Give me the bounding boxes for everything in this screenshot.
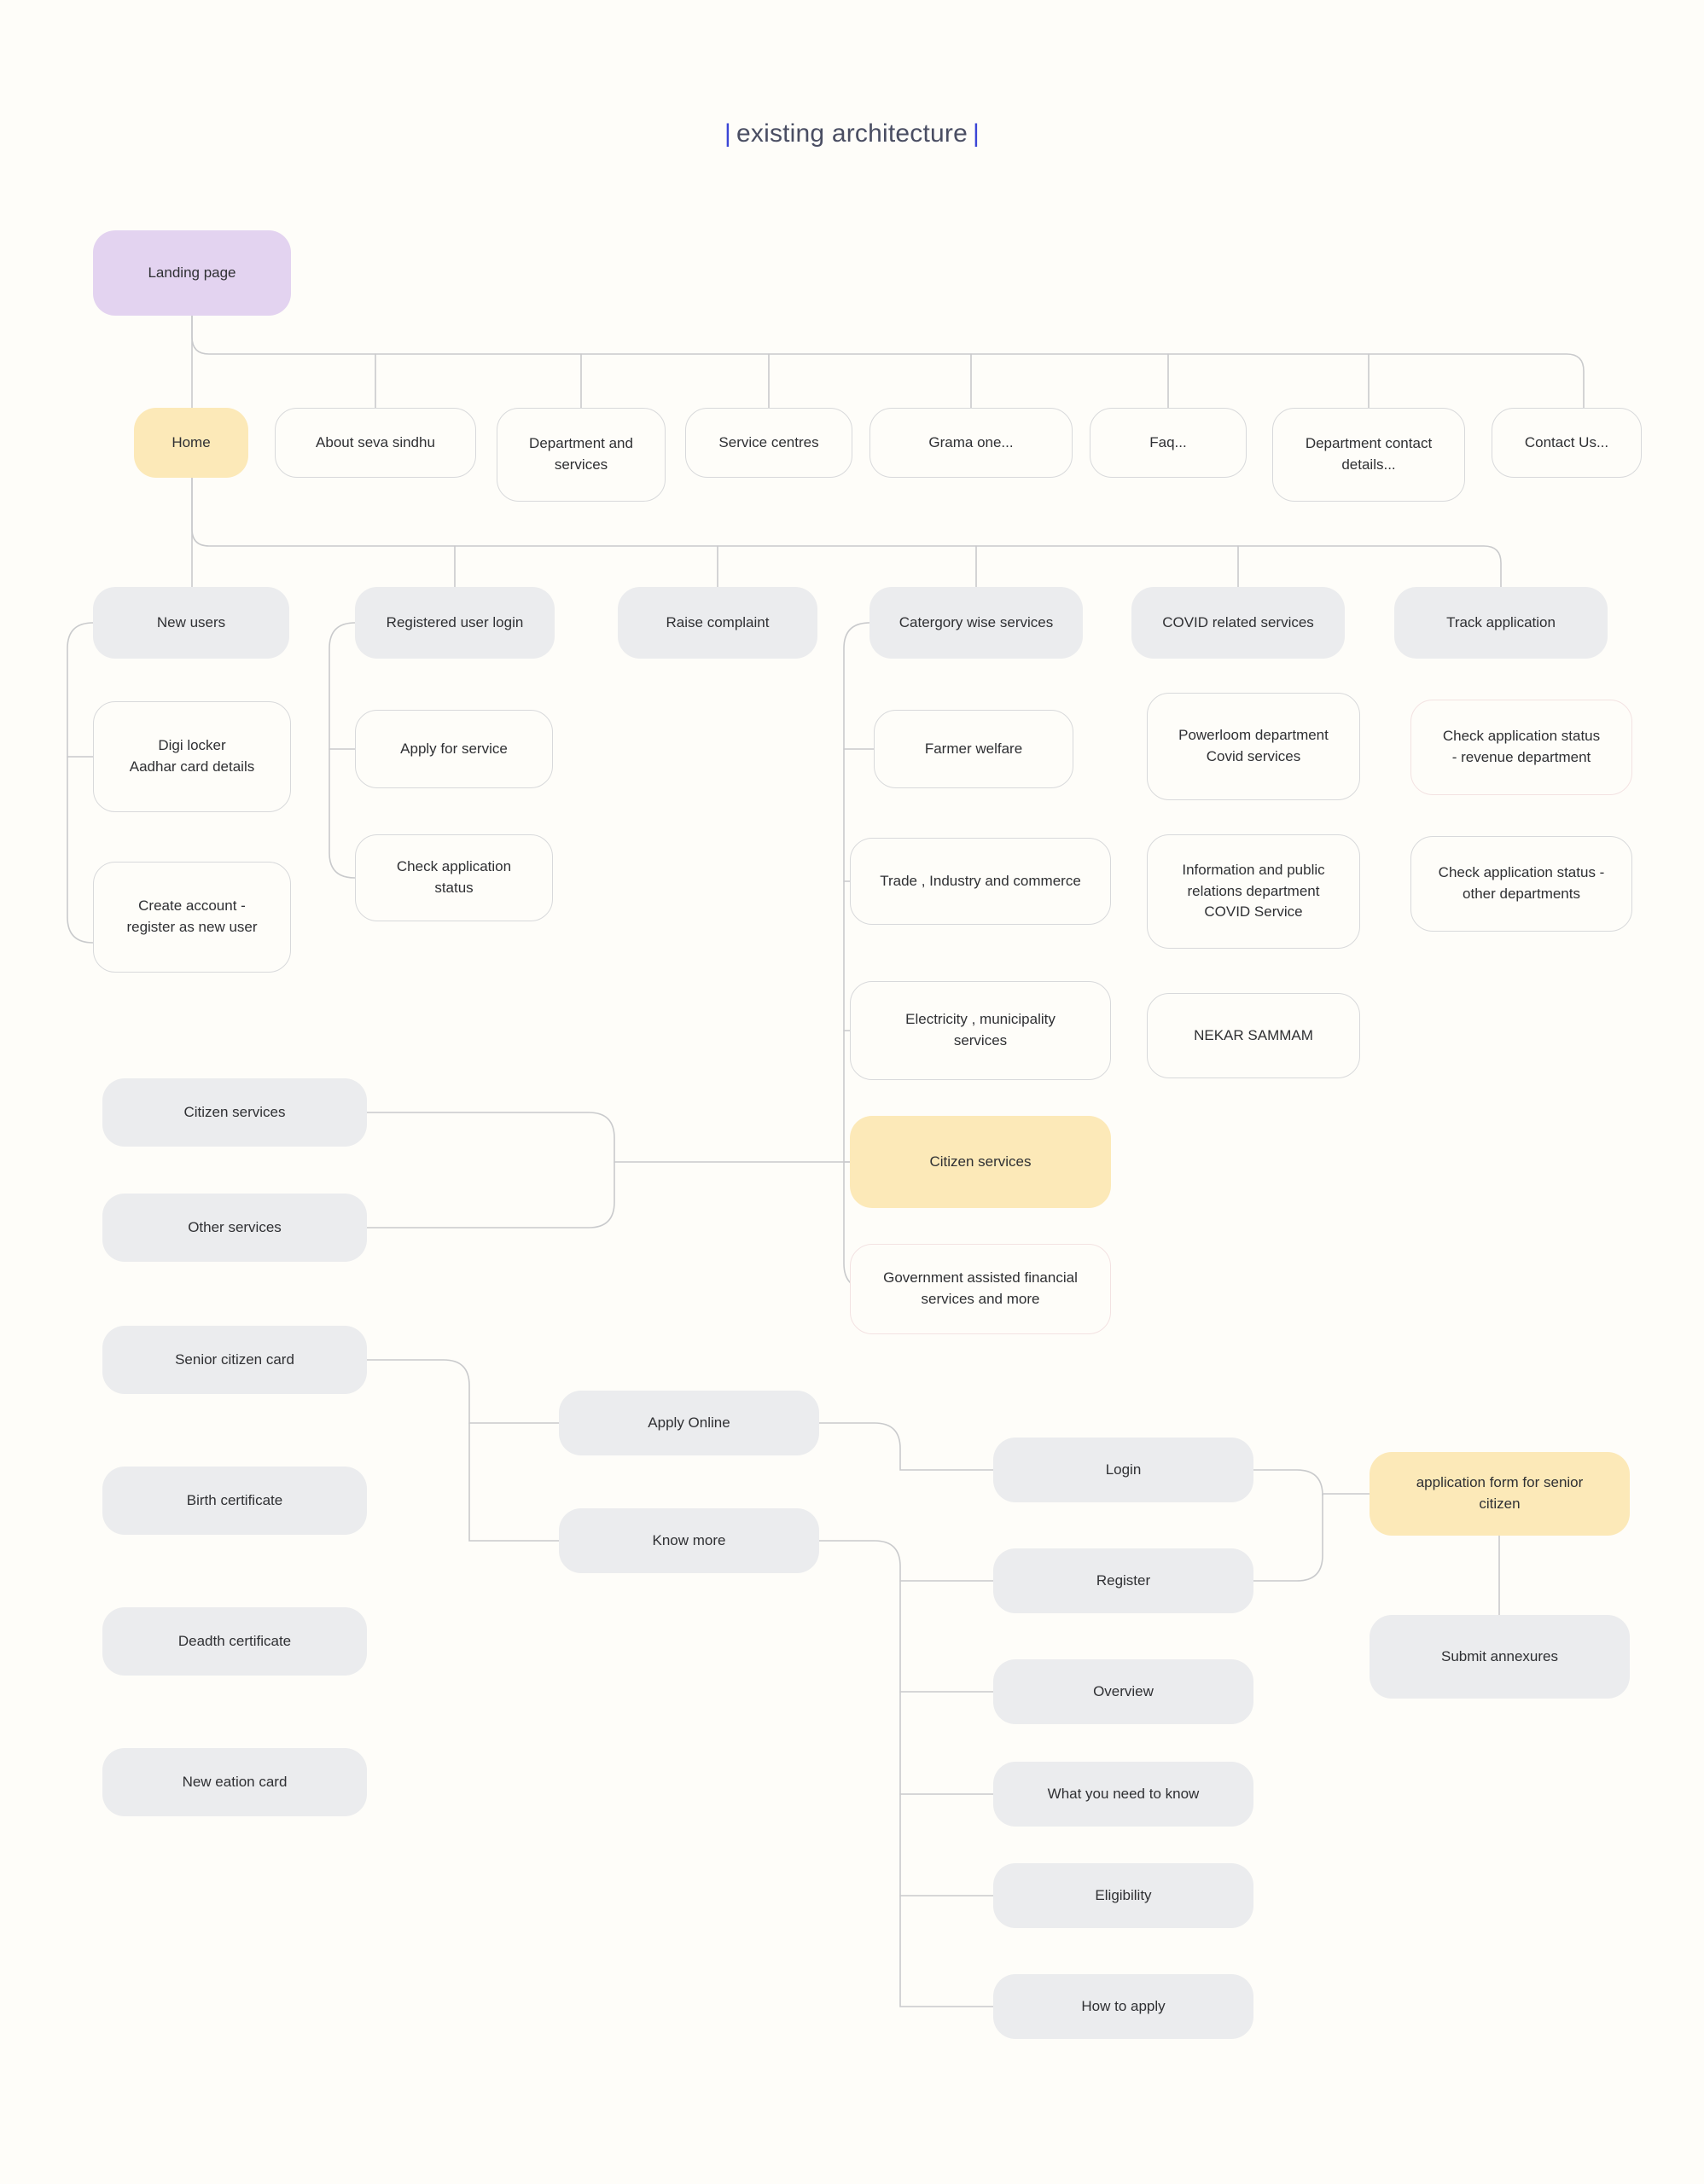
node-electricity[interactable]: Electricity , municipality services [850,981,1111,1080]
node-service-centres[interactable]: Service centres [685,408,852,478]
node-check-app-status[interactable]: Check application status [355,834,553,921]
node-faq[interactable]: Faq... [1090,408,1247,478]
node-category-services[interactable]: Catergory wise services [869,587,1083,659]
node-info-public-rel[interactable]: Information and public relations departm… [1147,834,1360,949]
node-overview[interactable]: Overview [993,1659,1253,1724]
node-submit-annexures[interactable]: Submit annexures [1370,1615,1630,1699]
node-eligibility[interactable]: Eligibility [993,1863,1253,1928]
title-bar-left: | [724,119,731,148]
node-raise-complaint[interactable]: Raise complaint [618,587,817,659]
node-contact-us[interactable]: Contact Us... [1492,408,1642,478]
node-senior-citizen-card[interactable]: Senior citizen card [102,1326,367,1394]
node-know-more[interactable]: Know more [559,1508,819,1573]
node-track-application[interactable]: Track application [1394,587,1608,659]
node-register[interactable]: Register [993,1548,1253,1613]
node-farmer-welfare[interactable]: Farmer welfare [874,710,1073,788]
node-new-users[interactable]: New users [93,587,289,659]
node-check-status-other[interactable]: Check application status - other departm… [1410,836,1632,932]
node-apply-online[interactable]: Apply Online [559,1391,819,1455]
node-gov-financial[interactable]: Government assisted financial services a… [850,1244,1111,1334]
node-nekar-sammam[interactable]: NEKAR SAMMAM [1147,993,1360,1078]
node-powerloom[interactable]: Powerloom department Covid services [1147,693,1360,800]
node-dept-contact[interactable]: Department contact details... [1272,408,1465,502]
node-digi-locker[interactable]: Digi locker Aadhar card details [93,701,291,812]
title-bar-right: | [973,119,980,148]
node-what-you-need[interactable]: What you need to know [993,1762,1253,1827]
node-covid-services[interactable]: COVID related services [1131,587,1345,659]
page-title: |existing architecture| [0,119,1704,148]
node-create-account[interactable]: Create account - register as new user [93,862,291,973]
node-other-services[interactable]: Other services [102,1194,367,1262]
node-application-form[interactable]: application form for senior citizen [1370,1452,1630,1536]
page-title-text: existing architecture [736,119,968,148]
node-check-status-revenue[interactable]: Check application status - revenue depar… [1410,700,1632,795]
node-how-to-apply[interactable]: How to apply [993,1974,1253,2039]
node-department-services[interactable]: Department and services [497,408,666,502]
node-registered-login[interactable]: Registered user login [355,587,555,659]
node-apply-for-service[interactable]: Apply for service [355,710,553,788]
node-login[interactable]: Login [993,1438,1253,1502]
node-grama-one[interactable]: Grama one... [869,408,1073,478]
node-home[interactable]: Home [134,408,248,478]
node-birth-certificate[interactable]: Birth certificate [102,1467,367,1535]
node-trade-industry[interactable]: Trade , Industry and commerce [850,838,1111,925]
node-citizen-services-hl[interactable]: Citizen services [850,1116,1111,1208]
node-new-ration-card[interactable]: New eation card [102,1748,367,1816]
node-death-certificate[interactable]: Deadth certificate [102,1607,367,1676]
node-landing-page[interactable]: Landing page [93,230,291,316]
node-about-seva-sindhu[interactable]: About seva sindhu [275,408,476,478]
node-citizen-services[interactable]: Citizen services [102,1078,367,1147]
